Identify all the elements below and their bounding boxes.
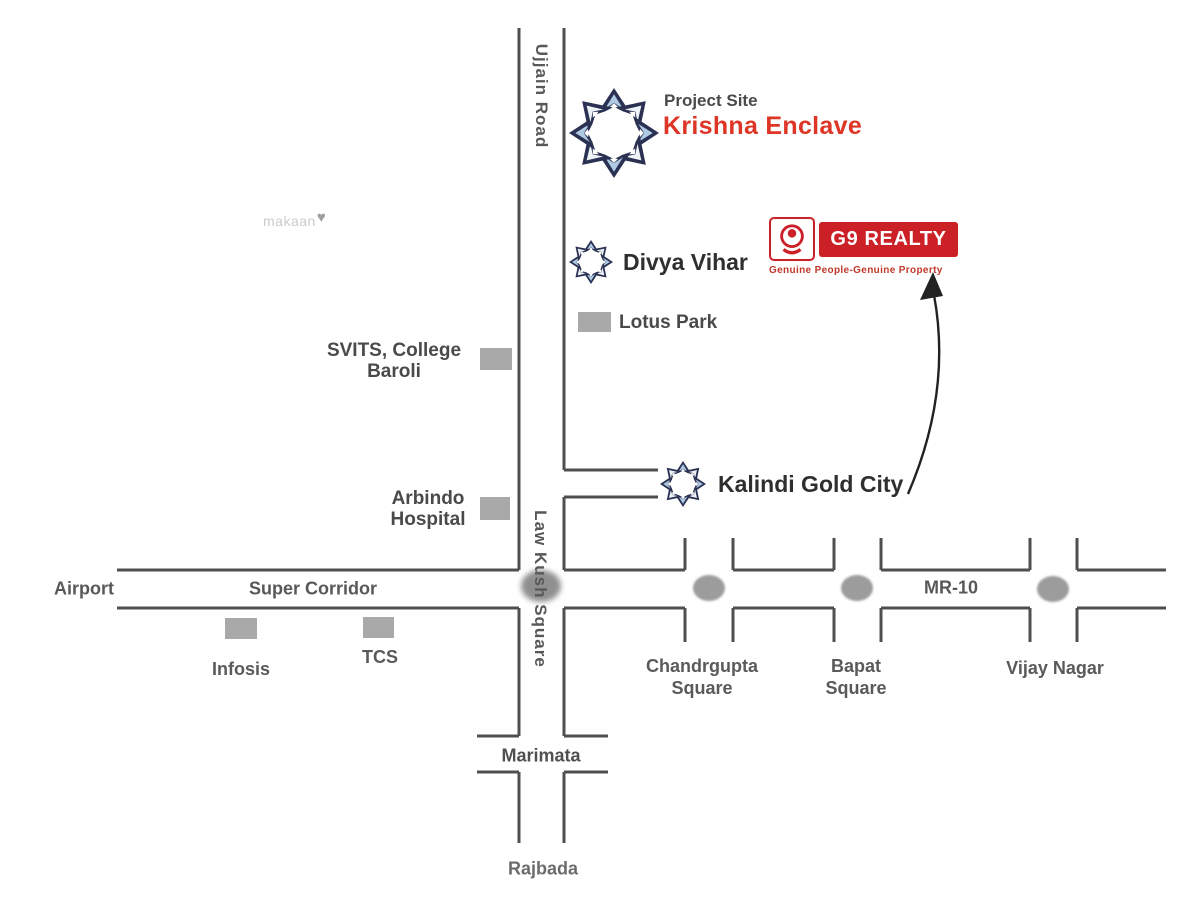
tcs-marker [363, 617, 394, 638]
g9-brand-name: G9 REALTY [830, 227, 947, 250]
heart-icon: ♥ [316, 209, 327, 226]
ujjain-road-label: Ujjain Road [532, 43, 551, 149]
project-name: Krishna Enclave [663, 112, 863, 140]
g9-logo-row: G9 REALTY [769, 217, 958, 261]
svits-label: SVITS, College Baroli [327, 340, 461, 382]
arbindo-label-line2: Hospital [390, 509, 466, 530]
divya-vihar-label: Divya Vihar [623, 249, 748, 275]
g9-logo-icon [769, 217, 815, 261]
chandrgupta-square-label: Chandrgupta Square [646, 655, 758, 699]
vijay-nagar-junction-circle [1037, 576, 1069, 602]
mr10-label: MR-10 [923, 577, 979, 598]
rajbada-label: Rajbada [507, 858, 579, 879]
infosis-marker [225, 618, 257, 639]
krishna-enclave-flower-icon [569, 88, 659, 178]
bapat-square-line1: Bapat [830, 656, 881, 676]
chandrgupta-square-line2: Square [671, 678, 733, 698]
bapat-square-line2: Square [825, 678, 887, 698]
chandrgupta-square-line1: Chandrgupta [646, 656, 758, 676]
vijay-nagar-label: Vijay Nagar [1006, 658, 1104, 678]
arbindo-label-line1: Arbindo [391, 488, 465, 509]
chandrgupta-junction-circle [693, 575, 725, 601]
svits-label-line1: SVITS, College [326, 340, 462, 361]
svits-label-line2: Baroli [367, 361, 421, 382]
pointer-arrow [906, 272, 943, 495]
tcs-label: TCS [362, 647, 398, 667]
arbindo-marker [480, 497, 510, 520]
bapat-junction-circle [841, 575, 873, 601]
lotus-park-marker [578, 312, 611, 332]
marimata-label: Marimata [501, 745, 581, 766]
law-kush-junction-circle [521, 570, 561, 602]
g9-tagline: Genuine People-Genuine Property [769, 265, 943, 276]
kalindi-flower-icon [660, 461, 706, 507]
g9-brand-box: G9 REALTY [819, 221, 958, 257]
bapat-square-label: Bapat Square [825, 655, 886, 699]
project-site-label: Project Site [664, 91, 758, 110]
infosis-label: Infosis [211, 659, 271, 679]
arbindo-label: Arbindo Hospital [391, 488, 466, 530]
super-corridor-label: Super Corridor [248, 578, 378, 599]
kalindi-gold-city-label: Kalindi Gold City [718, 471, 904, 497]
lotus-park-label: Lotus Park [619, 312, 718, 333]
makaan-watermark-text: makaan [263, 213, 316, 229]
svits-marker [480, 348, 512, 370]
g9-realty-logo: G9 REALTY Genuine People-Genuine Propert… [769, 217, 958, 276]
airport-label: Airport [54, 578, 114, 599]
law-kush-square-label: Law Kush Square [531, 510, 550, 668]
divya-vihar-flower-icon [569, 240, 613, 284]
makaan-watermark: makaan♥ [263, 209, 326, 230]
